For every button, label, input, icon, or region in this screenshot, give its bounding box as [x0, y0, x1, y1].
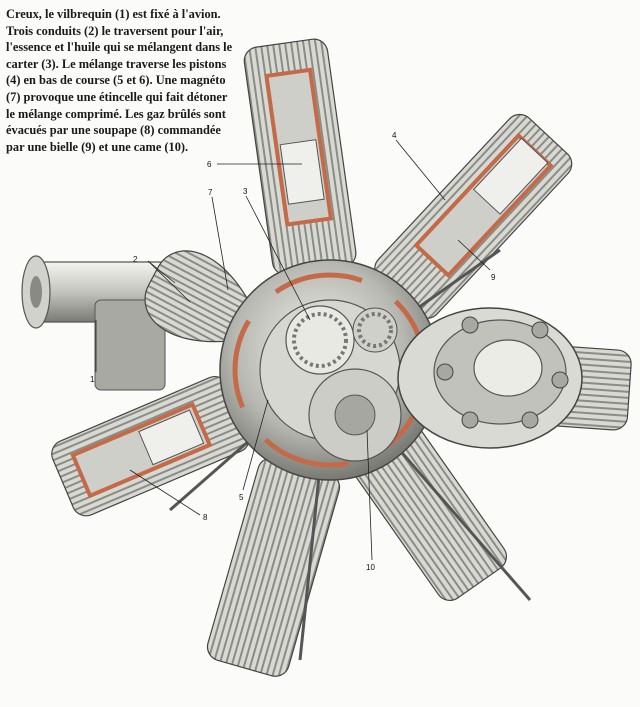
caption-line: Trois conduits (2) le traversent pour l'…: [6, 23, 224, 38]
caption-line: le mélange comprimé. Les gaz brûlés sont: [6, 106, 226, 121]
caption-line: (7) provoque une étincelle qui fait déto…: [6, 89, 228, 104]
callout-5: 5: [239, 493, 244, 502]
caption-line: par une bielle (9) et une came (10).: [6, 139, 189, 154]
caption-text: Creux, le vilbrequin (1) est fixé à l'av…: [6, 6, 268, 155]
callout-3: 3: [243, 187, 248, 196]
callout-2: 2: [133, 255, 138, 264]
propeller-hub: [397, 307, 583, 449]
callout-leaders: [95, 139, 491, 561]
callout-10: 10: [366, 563, 375, 572]
callout-8: 8: [203, 513, 208, 522]
caption-line: carter (3). Le mélange traverse les pist…: [6, 56, 227, 71]
callout-4: 4: [392, 131, 397, 140]
callout-1: 1: [90, 375, 95, 384]
callout-6: 6: [207, 160, 212, 169]
caption-line: évacués par une soupape (8) commandée: [6, 123, 221, 138]
cylinder: [51, 376, 250, 517]
callout-9: 9: [491, 273, 496, 282]
cylinder: [206, 457, 341, 677]
caption-line: Creux, le vilbrequin (1) est fixé à l'av…: [6, 7, 221, 21]
callout-7: 7: [208, 188, 213, 197]
cylinder: [374, 113, 573, 319]
cylinder: [144, 250, 252, 343]
magneto-gear: [285, 305, 355, 375]
cylinder-group: [51, 38, 632, 677]
caption-line: (4) en bas de course (5 et 6). Une magné…: [6, 73, 226, 88]
cylinder: [243, 38, 357, 276]
caption-line: l'essence et l'huile qui se mélangent da…: [6, 40, 233, 55]
